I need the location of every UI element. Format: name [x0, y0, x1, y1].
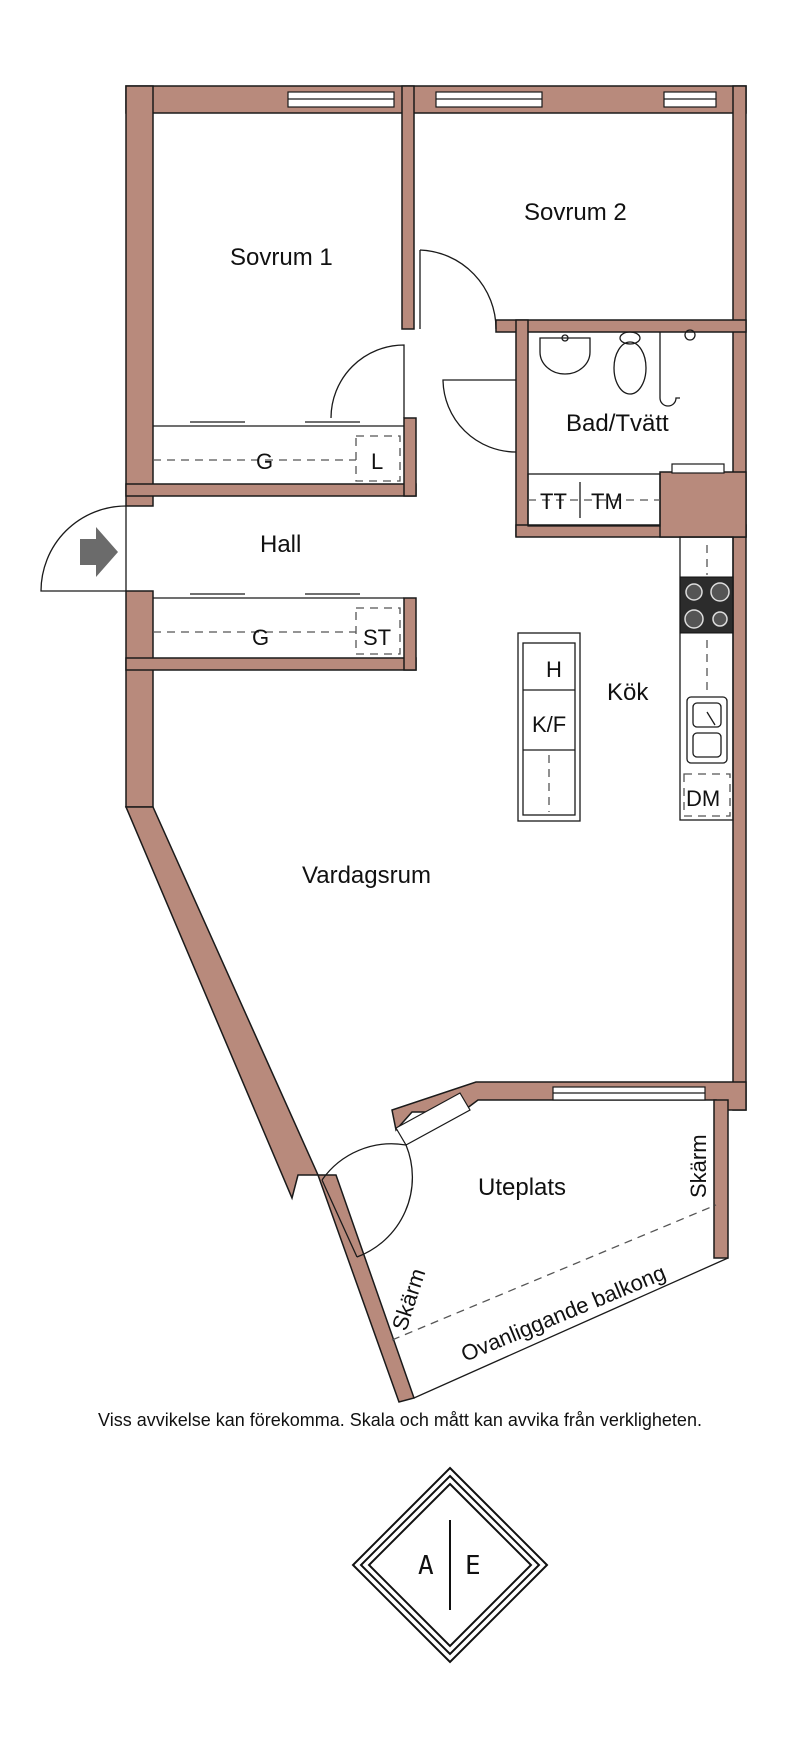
- sink-icon: [539, 337, 591, 375]
- kitchen-fixtures: [517, 536, 734, 822]
- doors: [40, 249, 517, 1258]
- label-wardrobe-g2: G: [252, 625, 269, 650]
- toilet-icon: [613, 341, 647, 395]
- label-kitchen: Kök: [607, 679, 649, 706]
- label-balcony-above: Ovanliggande balkong: [457, 1260, 669, 1367]
- wall-shaft: [659, 471, 747, 538]
- dishwasher-box: [683, 773, 731, 817]
- disclaimer-text: Viss avvikelse kan förekomma. Skala och …: [98, 1410, 702, 1430]
- wall-bedroom2-bottom: [495, 319, 747, 333]
- label-bath: Bad/Tvätt: [566, 410, 669, 437]
- label-dishwasher: DM: [686, 786, 720, 811]
- diamond-logo-icon: A E: [351, 1466, 549, 1664]
- label-wardrobe-g1: G: [256, 449, 273, 474]
- label-storage: ST: [363, 625, 391, 650]
- wall-right: [732, 85, 747, 1111]
- label-hall: Hall: [260, 531, 301, 558]
- logo-letter-left: A: [418, 1551, 434, 1581]
- wall-closet1-right: [403, 417, 417, 497]
- label-washer: TM: [591, 489, 623, 514]
- label-bedroom2: Sovrum 2: [524, 199, 627, 226]
- wall-patio-right: [713, 1099, 729, 1259]
- closets: [153, 421, 404, 655]
- balcony-above-line: [391, 1204, 717, 1341]
- windows: [287, 91, 717, 1146]
- label-oven: H: [546, 657, 562, 682]
- label-living: Vardagsrum: [302, 862, 431, 889]
- label-screen-right: Skärm: [686, 1134, 711, 1198]
- wall-bath-left: [515, 319, 529, 537]
- label-fridge: K/F: [532, 712, 566, 737]
- walls: [124, 85, 747, 1403]
- bath-door-swing: [442, 379, 517, 453]
- wall-bedroom1-bottom: [125, 483, 417, 497]
- bath-fixtures: [527, 329, 725, 527]
- wall-hall-closet-bottom: [125, 657, 417, 671]
- bedroom1-door-swing: [330, 344, 405, 419]
- entrance-door-swing: [40, 505, 127, 592]
- label-patio: Uteplats: [478, 1174, 566, 1201]
- shower-icon: [659, 332, 680, 407]
- closet-storage-box: [355, 607, 401, 655]
- kitchen-sink-icon: [686, 696, 728, 764]
- label-dryer: TT: [540, 489, 567, 514]
- wall-bedroom-divider: [401, 85, 415, 330]
- entrance-arrow-icon: [80, 527, 118, 577]
- patio: [391, 1204, 729, 1399]
- label-bedroom1: Sovrum 1: [230, 244, 333, 271]
- wall-left-slanted: [124, 806, 320, 1201]
- closet-linen-box: [355, 435, 401, 482]
- patio-door-swing: [321, 1143, 407, 1258]
- wall-hall-closet-right: [403, 597, 417, 671]
- kitchen-counter: [679, 536, 734, 821]
- label-screen-left: Skärm: [387, 1265, 430, 1333]
- logo-letter-right: E: [465, 1551, 481, 1581]
- wall-left-upper: [125, 85, 154, 507]
- window-living-angled: [395, 1092, 471, 1146]
- label-linen: L: [371, 449, 383, 474]
- wall-left-middle: [125, 590, 154, 808]
- bedroom2-door-swing: [419, 249, 497, 330]
- kitchen-island: [517, 632, 581, 822]
